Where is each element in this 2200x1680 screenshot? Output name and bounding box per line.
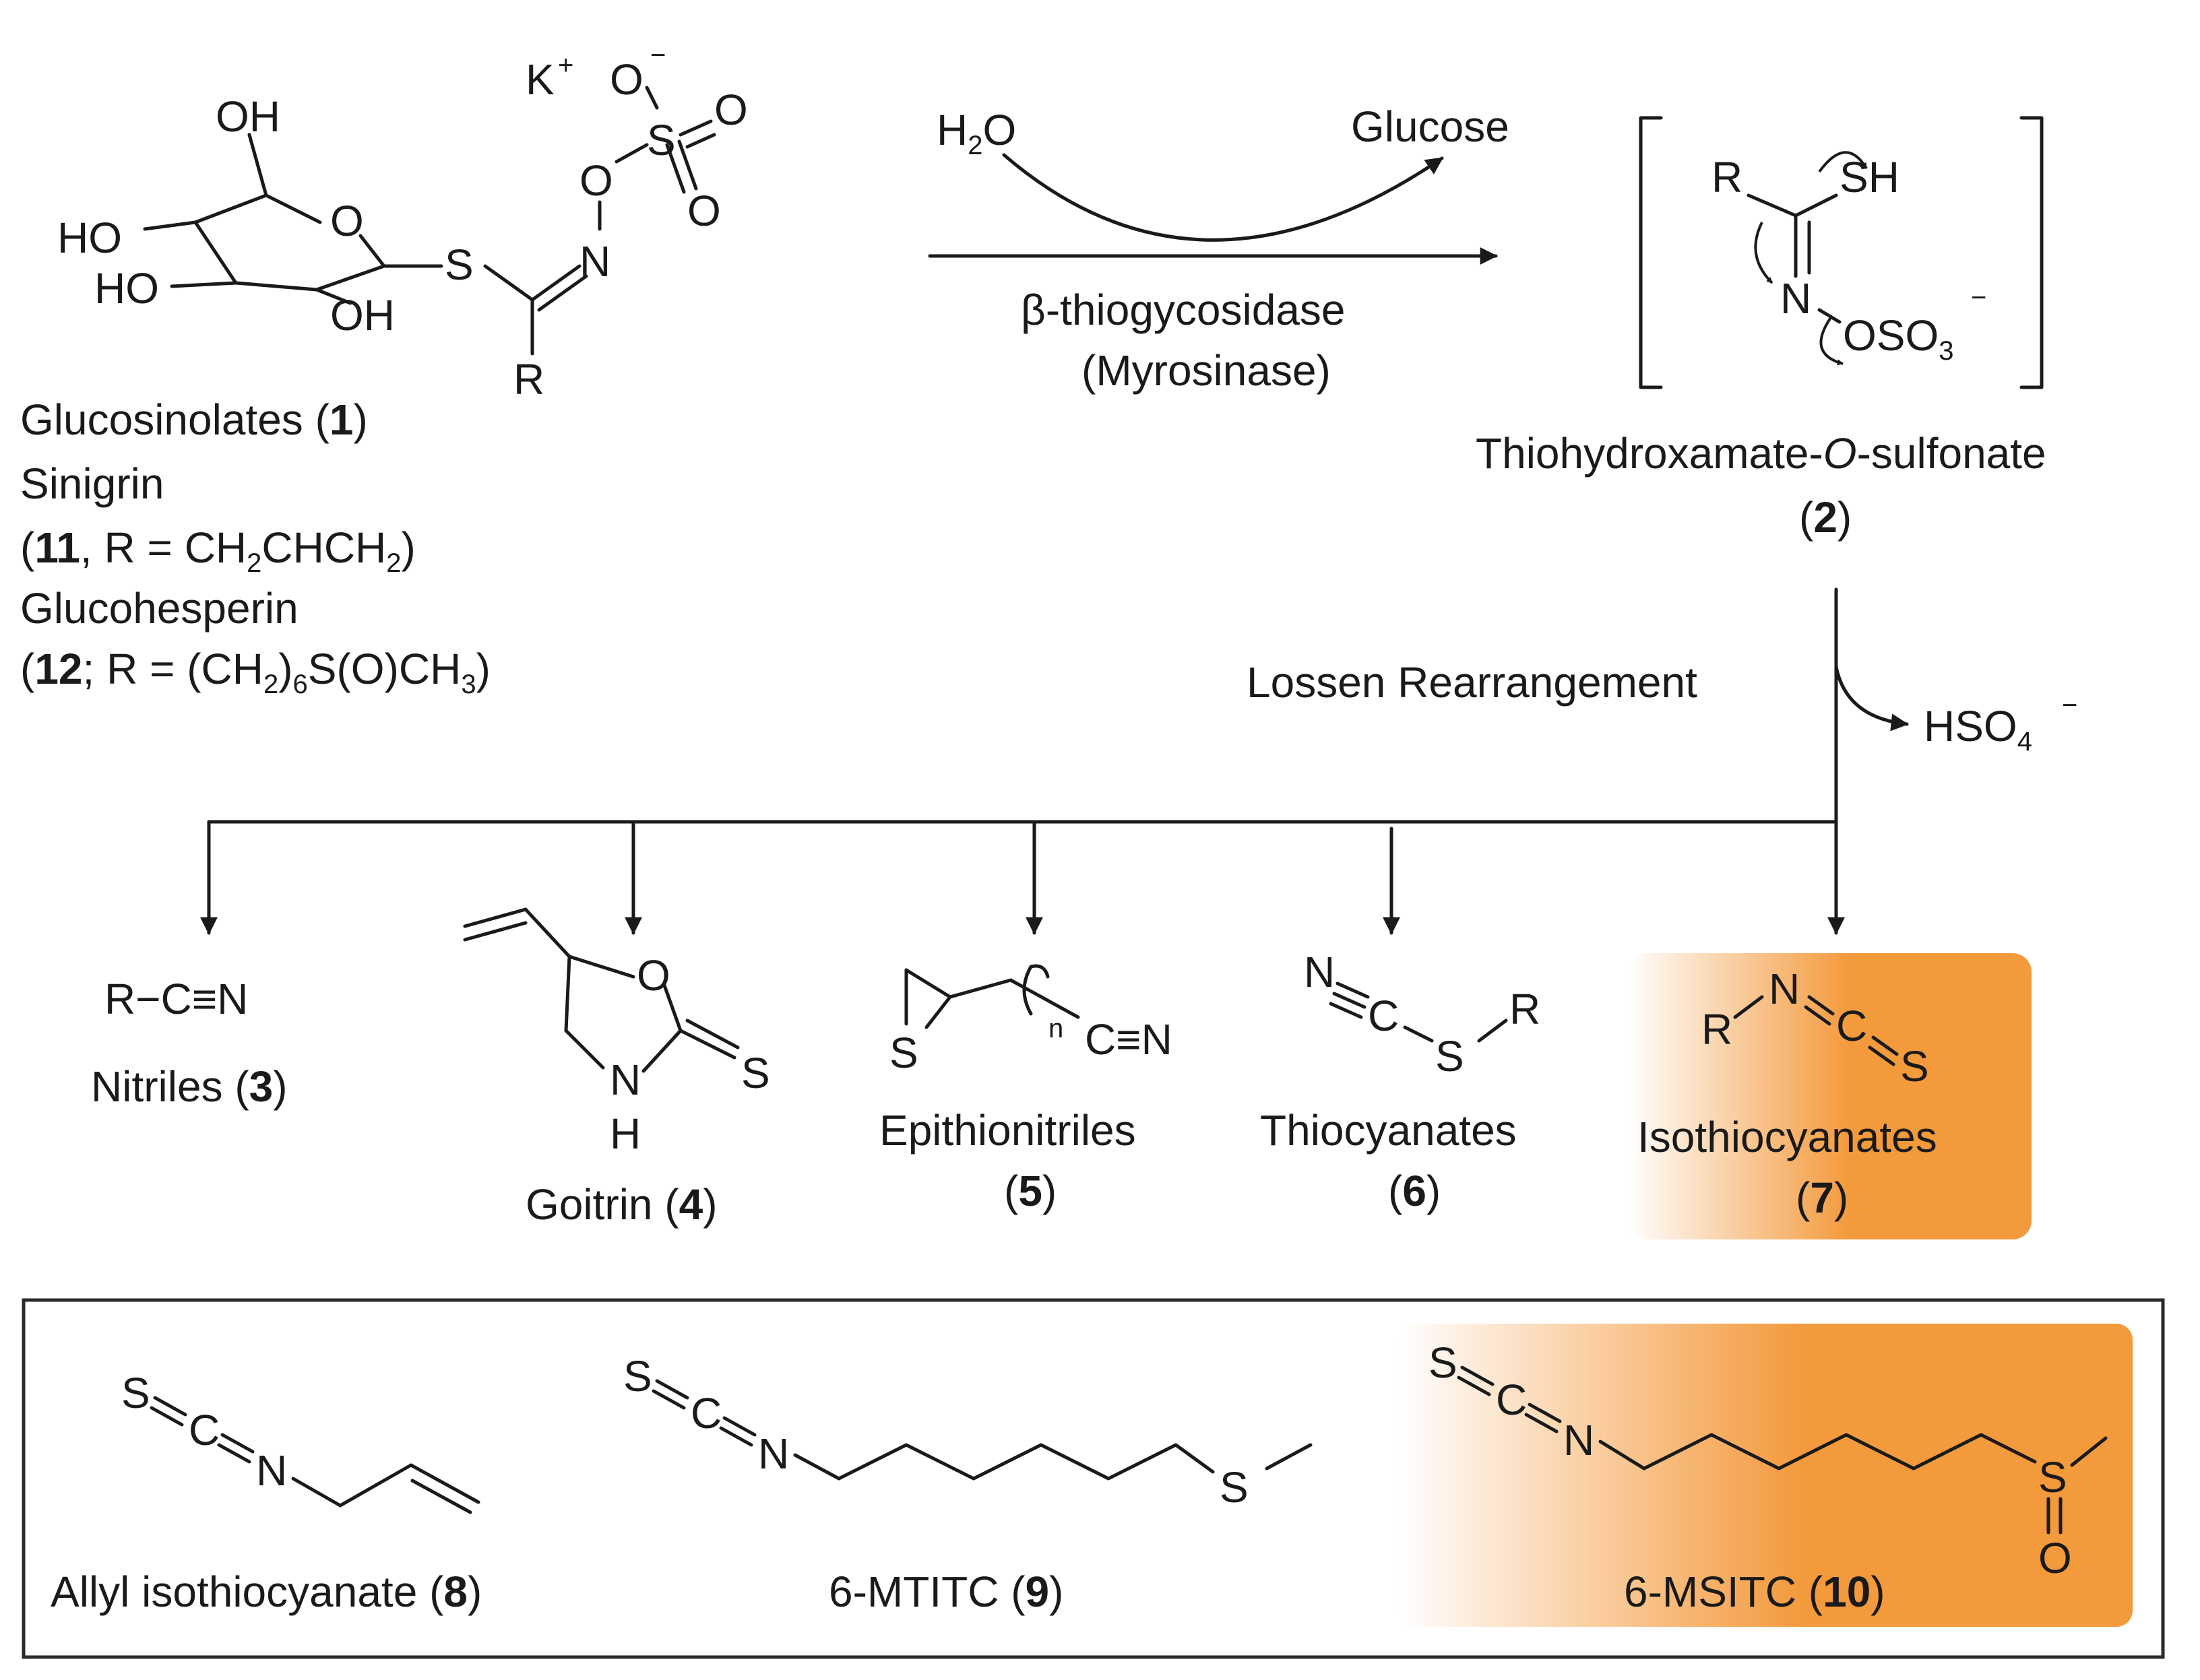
ho-label: HO: [57, 214, 122, 262]
isothiocyanate-number: (7): [1796, 1173, 1848, 1222]
ring-oxygen: O: [330, 197, 364, 245]
sinigrin-label: Sinigrin: [20, 459, 164, 508]
nh-hydrogen: H: [610, 1109, 641, 1158]
thio-sulfur: S: [445, 240, 474, 289]
carbon: C: [691, 1389, 722, 1437]
glucosinolate-captions: Glucosinolates (1) Sinigrin (11, R = CH2…: [20, 395, 491, 699]
nitrogen: N: [1769, 965, 1800, 1013]
glucohesperin-r-label: (12; R = (CH2)6S(O)CH3): [20, 645, 491, 699]
nitrile-group: C≡N: [1085, 1015, 1172, 1064]
intermediate-label: Thiohydroxamate-O-sulfonate: [1476, 429, 2046, 478]
nitrile-label: Nitriles (3): [91, 1062, 288, 1111]
sinigrin-r-label: (11, R = CH2CHCH2): [20, 523, 416, 578]
sulfur: S: [623, 1352, 652, 1400]
minus-charge: −: [2062, 690, 2077, 720]
nitrogen: N: [1563, 1416, 1594, 1464]
carbon: C: [1496, 1376, 1527, 1424]
sulfate-oxygen: O: [687, 187, 721, 235]
carbon: C: [189, 1406, 220, 1454]
mtitc-label: 6-MTITC (9): [829, 1568, 1063, 1616]
sulfate-oxygen: O: [714, 86, 748, 134]
glucosinolate-label: Glucosinolates (1): [20, 395, 368, 444]
glucosinolate-structure: OH HO HO O OH S N R O S O O O − K +: [57, 40, 748, 403]
curved-arrow: [1002, 153, 1444, 242]
epithionitrile-label: Epithionitriles: [879, 1106, 1136, 1155]
electron-arrow: [1819, 315, 1844, 366]
thioether-sulfur: S: [1220, 1463, 1249, 1512]
branch-arrows: [200, 820, 1845, 935]
lossen-step: Lossen Rearrangement HSO4 −: [1247, 587, 2077, 824]
r-group: R: [513, 355, 544, 403]
highlight-box: [1627, 953, 2032, 1239]
allyl-isothiocyanate: S C N Allyl isothiocyanate (8): [51, 1369, 482, 1616]
ring-oxygen: O: [637, 951, 670, 1000]
imine-nitrogen: N: [1780, 274, 1811, 323]
r-group: R: [1701, 1005, 1732, 1054]
isothiocyanate-product: R N C S Isothiocyanates (7): [1627, 953, 2032, 1239]
right-bracket: [2019, 116, 2044, 389]
nitrogen: N: [758, 1429, 789, 1478]
carbon: C: [1368, 992, 1399, 1040]
highlight-box: [1398, 1324, 2133, 1627]
electron-arrow: [1818, 151, 1868, 173]
sulfoxide-oxygen: O: [2038, 1534, 2072, 1582]
byproduct-arrow: [1834, 665, 1909, 732]
thiol-group: SH: [1840, 153, 1899, 201]
thiocyanate-label: Thiocyanates: [1260, 1106, 1517, 1155]
epithionitrile-number: (5): [1004, 1167, 1057, 1215]
sulfate-oxygen: O: [610, 55, 643, 104]
plus-charge: +: [558, 51, 573, 80]
glucohesperin-label: Glucohesperin: [20, 584, 298, 633]
thione-sulfur: S: [741, 1049, 770, 1097]
sulfur: S: [121, 1369, 150, 1417]
sulfur: S: [1900, 1042, 1929, 1091]
enzyme-alt-label: (Myrosinase): [1081, 346, 1331, 395]
oh-label: OH: [330, 291, 395, 340]
thiocyanate-number: (6): [1388, 1167, 1441, 1215]
epithionitrile-product: S n C≡N Epithionitriles (5): [879, 964, 1172, 1215]
hydrolysis-step: H2O Glucose β-thiogycosidase (Myrosinase…: [928, 102, 1509, 395]
enzyme-label: β-thiogycosidase: [1021, 286, 1346, 334]
oxime-oxygen: O: [579, 156, 613, 205]
sulfonate-group: OSO3: [1843, 311, 1954, 366]
r-group: R: [1509, 985, 1540, 1033]
nitrogen: N: [1304, 948, 1335, 996]
carbon: C: [1836, 1002, 1867, 1050]
isothiocyanate-label: Isothiocyanates: [1637, 1113, 1937, 1161]
nitrile-formula: R−C≡N: [104, 975, 248, 1023]
minus-charge: −: [650, 40, 666, 70]
electron-arrow: [1754, 222, 1773, 284]
nitrogen: N: [256, 1446, 287, 1495]
r-group: R: [1711, 153, 1742, 201]
glucose-label: Glucose: [1351, 102, 1509, 151]
goitrin-label: Goitrin (4): [526, 1180, 718, 1229]
thiirane-sulfur: S: [889, 1029, 918, 1077]
oh-label: OH: [216, 92, 280, 141]
ring-nitrogen: N: [610, 1056, 641, 1104]
hso4-label: HSO4: [1924, 702, 2032, 756]
nitrile-product: R−C≡N Nitriles (3): [91, 975, 288, 1111]
water-label: H2O: [937, 106, 1016, 160]
minus-charge: −: [1971, 283, 1986, 313]
potassium: K: [526, 55, 555, 104]
examples-frame: [22, 1298, 2165, 1659]
thiocyanate-product: N C S R Thiocyanates (6): [1260, 948, 1540, 1215]
ho-label: HO: [94, 264, 159, 313]
msitc-label: 6-MSITC (10): [1624, 1568, 1885, 1616]
lossen-label: Lossen Rearrangement: [1247, 658, 1697, 707]
goitrin-product: O N H S Goitrin (4): [463, 907, 770, 1229]
intermediate-number: (2): [1799, 493, 1852, 542]
sulfur: S: [1428, 1338, 1457, 1387]
left-bracket: [1639, 116, 1663, 389]
sulfur: S: [1435, 1032, 1464, 1080]
allyl-label: Allyl isothiocyanate (8): [51, 1568, 482, 1616]
oxime-nitrogen: N: [579, 237, 610, 286]
msitc-structure: S C N S O 6-MSITC (10): [1398, 1324, 2133, 1627]
intermediate-structure: R SH N OSO3 − Thiohydroxamate-O-sulfonat…: [1476, 116, 2046, 542]
sulfate-sulfur: S: [647, 116, 676, 164]
sulfoxide-sulfur: S: [2038, 1453, 2067, 1501]
mtitc-structure: S C N S 6-MTITC (9): [623, 1352, 1313, 1616]
repeat-n: n: [1048, 1014, 1063, 1043]
